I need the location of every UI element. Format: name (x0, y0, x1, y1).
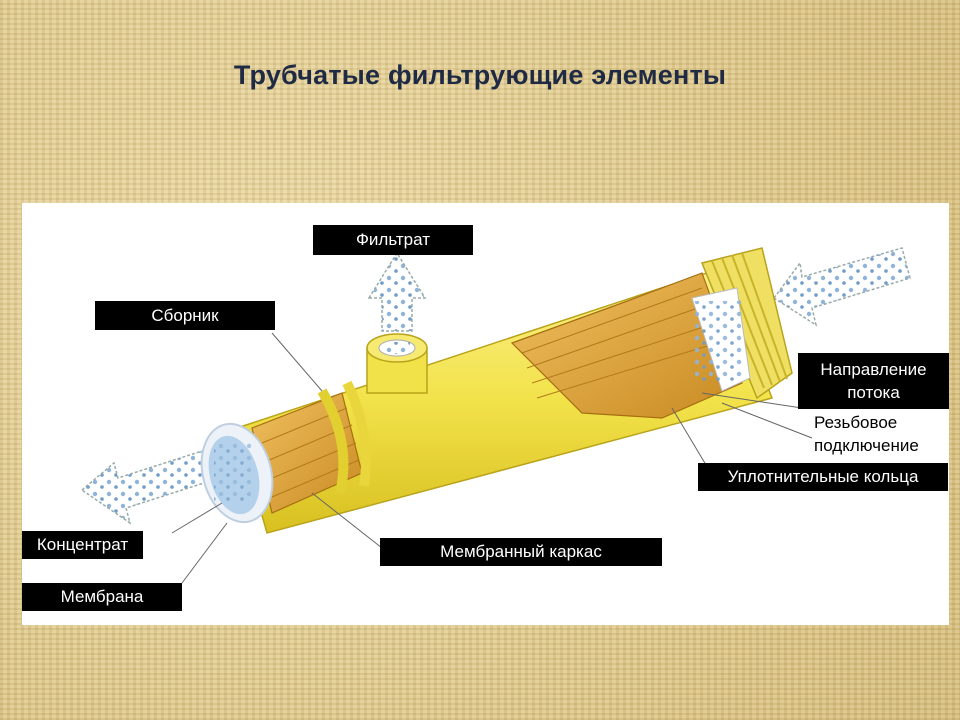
label-sealing-rings: Уплотнительные кольца (698, 463, 948, 491)
label-membrane: Мембрана (22, 583, 182, 611)
label-filtrate: Фильтрат (313, 225, 473, 255)
flow-inlet-arrow (772, 247, 911, 327)
tubular-filter-illustration (80, 247, 911, 584)
membrane-frame-cutaway (510, 272, 751, 419)
diagram-panel: Фильтрат Сборник Направление потока Резь… (22, 203, 949, 625)
label-membrane-frame: Мембранный каркас (380, 538, 662, 566)
tube-left-end (200, 380, 371, 524)
label-collector: Сборник (95, 301, 275, 330)
filtrate-arrow (367, 251, 427, 332)
label-flow-direction: Направление потока (798, 353, 949, 409)
slide-title: Трубчатые фильтрующие элементы (233, 60, 727, 90)
filtrate-nozzle (366, 333, 428, 394)
label-threaded-connection: Резьбовое подключение (812, 411, 949, 461)
label-concentrate: Концентрат (22, 531, 143, 559)
